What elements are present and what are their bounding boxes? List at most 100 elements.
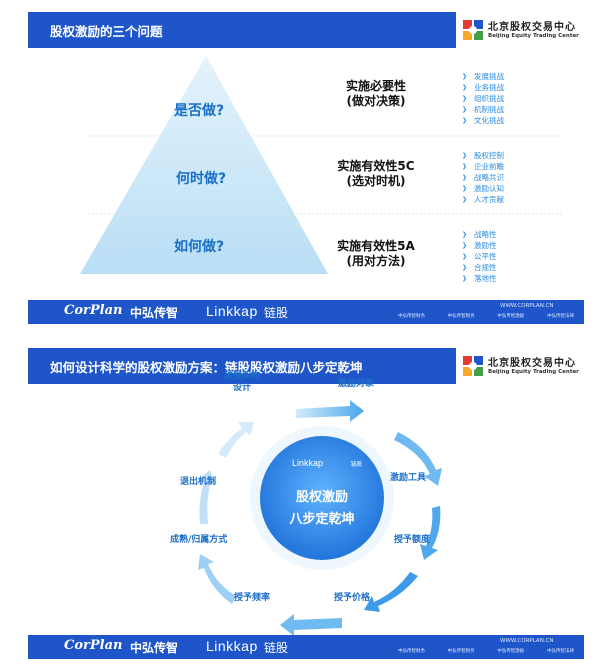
- step-label: 顶层架构: [224, 371, 261, 381]
- chevron-right-icon: ❯: [462, 196, 468, 203]
- chevron-right-icon: ❯: [462, 84, 468, 91]
- corplan-logo: CorPlan: [64, 303, 123, 318]
- arrow-up-icon: [218, 422, 254, 458]
- step-top-structure: 顶层架构 设计: [224, 370, 260, 394]
- list-item: ❯激励性: [462, 241, 497, 250]
- slide-header: 股权激励的三个问题 北京股权交易中心 Beijing Equity Tradin…: [28, 12, 584, 48]
- row3-title: 实施有效性5A (用对方法): [306, 239, 446, 269]
- center-brand: Linkkap: [292, 458, 324, 468]
- chevron-right-icon: ❯: [462, 106, 468, 113]
- logo-name-en: Beijing Equity Trading Center: [488, 369, 579, 375]
- footer-link: 中弘传智激励: [497, 314, 525, 319]
- slide-three-questions: 股权激励的三个问题 北京股权交易中心 Beijing Equity Tradin…: [28, 12, 584, 324]
- arrow-down-icon: [420, 506, 441, 560]
- step-grant-amount: 授予额度: [394, 535, 431, 545]
- footer-url: WWW.CORPLAN.CN: [500, 303, 554, 309]
- bjetc-logo: 北京股权交易中心 Beijing Equity Trading Center: [456, 348, 584, 384]
- arrow-right-icon: [296, 400, 364, 422]
- eight-step-cycle: Linkkap 链股 股权激励 八步定乾坤 顶层架构 设计 激励对象 激励工具 …: [28, 371, 584, 636]
- row2-title: 实施有效性5C (选对时机): [306, 159, 446, 189]
- chevron-right-icon: ❯: [462, 174, 468, 181]
- slide-header: 如何设计科学的股权激励方案：链股股权激励八步定乾坤 北京股权交易中心 Beiji…: [28, 348, 584, 384]
- chevron-right-icon: ❯: [462, 185, 468, 192]
- question-when: 何时做?: [176, 171, 227, 187]
- row3-bullets: ❯战略性 ❯激励性 ❯公平性 ❯合规性 ❯落地性: [462, 229, 497, 284]
- corplan-name-cn: 中弘传智: [130, 641, 179, 655]
- step-incentive-tool: 激励工具: [390, 473, 427, 483]
- row2-bullets: ❯股权控制 ❯企业前瞻 ❯战略共识 ❯激励认知 ❯人才贡献: [462, 150, 504, 205]
- center-subtitle: 八步定乾坤: [289, 512, 355, 527]
- list-item: ❯组织挑战: [462, 94, 504, 103]
- center-title: 股权激励: [295, 490, 348, 505]
- chevron-right-icon: ❯: [462, 264, 468, 271]
- list-item: ❯发展挑战: [462, 72, 504, 81]
- row1-title-sub: (做对决策): [346, 94, 406, 108]
- list-item: ❯人才贡献: [462, 195, 504, 204]
- row3-title-sub: (用对方法): [346, 254, 406, 268]
- footer-link: 中弘传智法律: [546, 649, 574, 654]
- footer-link: 中弘传智财务: [398, 314, 425, 319]
- list-item: ❯战略性: [462, 230, 497, 239]
- arrow-down-icon: [364, 572, 418, 612]
- center-circle: [260, 436, 384, 560]
- chevron-right-icon: ❯: [462, 117, 468, 124]
- chevron-right-icon: ❯: [462, 95, 468, 102]
- pyramid-shape: [80, 56, 328, 274]
- linkkap-name-cn: 链股: [264, 641, 289, 655]
- step-exit-mechanism: 退出机制: [180, 477, 217, 487]
- arrow-up-icon: [198, 470, 216, 524]
- step-vesting-method: 成熟/归属方式: [170, 535, 228, 545]
- list-item: ❯业务挑战: [462, 83, 504, 92]
- linkkap-name-cn: 链股: [264, 306, 289, 320]
- logo-name-cn: 北京股权交易中心: [488, 358, 576, 369]
- step-label: 设计: [233, 383, 252, 393]
- logo-name-en: Beijing Equity Trading Center: [488, 33, 579, 39]
- center-brand-cn: 链股: [351, 462, 363, 468]
- bjetc-logo-icon: [463, 20, 483, 40]
- list-item: ❯公平性: [462, 252, 497, 261]
- arrow-down-icon: [394, 432, 442, 486]
- list-item: ❯合规性: [462, 263, 497, 272]
- corplan-logo: CorPlan: [64, 638, 123, 653]
- footer-url: WWW.CORPLAN.CN: [500, 638, 554, 644]
- row1-title: 实施必要性 (做对决策): [306, 79, 446, 109]
- footer-link: 中弘传智激励: [497, 649, 525, 654]
- list-item: ❯激励认知: [462, 184, 504, 193]
- footer-link: 中弘传智税务: [447, 314, 475, 319]
- list-item: ❯战略共识: [462, 173, 504, 182]
- chevron-right-icon: ❯: [462, 242, 468, 249]
- bjetc-logo-icon: [463, 356, 483, 376]
- footer-links: 中弘传智财务 中弘传智税务 中弘传智激励 中弘传智法律: [398, 313, 584, 319]
- linkkap-logo: Linkkap: [206, 638, 258, 654]
- list-item: ❯文化挑战: [462, 116, 504, 125]
- chevron-right-icon: ❯: [462, 73, 468, 80]
- chevron-right-icon: ❯: [462, 275, 468, 282]
- footer-link: 中弘传智税务: [447, 649, 475, 654]
- step-grant-price: 授予价格: [334, 593, 371, 603]
- row2-title-main: 实施有效性5C: [337, 159, 415, 173]
- chevron-right-icon: ❯: [462, 253, 468, 260]
- row3-title-main: 实施有效性5A: [337, 239, 415, 253]
- footer-link: 中弘传智法律: [546, 314, 574, 319]
- slide-title: 如何设计科学的股权激励方案：链股股权激励八步定乾坤: [50, 360, 363, 375]
- slide-title: 股权激励的三个问题: [50, 24, 163, 39]
- chevron-right-icon: ❯: [462, 152, 468, 159]
- slide-footer: CorPlan 中弘传智 Linkkap 链股 WWW.CORPLAN.CN 中…: [28, 300, 584, 324]
- list-item: ❯股权控制: [462, 151, 504, 160]
- linkkap-logo: Linkkap: [206, 303, 258, 319]
- question-whether: 是否做?: [174, 103, 225, 119]
- chevron-right-icon: ❯: [462, 231, 468, 238]
- question-how: 如何做?: [174, 239, 225, 255]
- arrow-left-icon: [280, 614, 342, 636]
- list-item: ❯企业前瞻: [462, 162, 504, 171]
- slide-eight-steps: 如何设计科学的股权激励方案：链股股权激励八步定乾坤 北京股权交易中心 Beiji…: [28, 348, 584, 659]
- row2-title-sub: (选对时机): [346, 174, 406, 188]
- row1-bullets: ❯发展挑战 ❯业务挑战 ❯组织挑战 ❯机制挑战 ❯文化挑战: [462, 71, 504, 126]
- cycle-diagram: [198, 400, 442, 636]
- step-grant-frequency: 授予频率: [234, 593, 271, 603]
- chevron-right-icon: ❯: [462, 163, 468, 170]
- footer-link: 中弘传智财务: [398, 649, 425, 654]
- step-incentive-target: 激励对象: [338, 379, 375, 389]
- list-item: ❯机制挑战: [462, 105, 504, 114]
- list-item: ❯落地性: [462, 274, 497, 283]
